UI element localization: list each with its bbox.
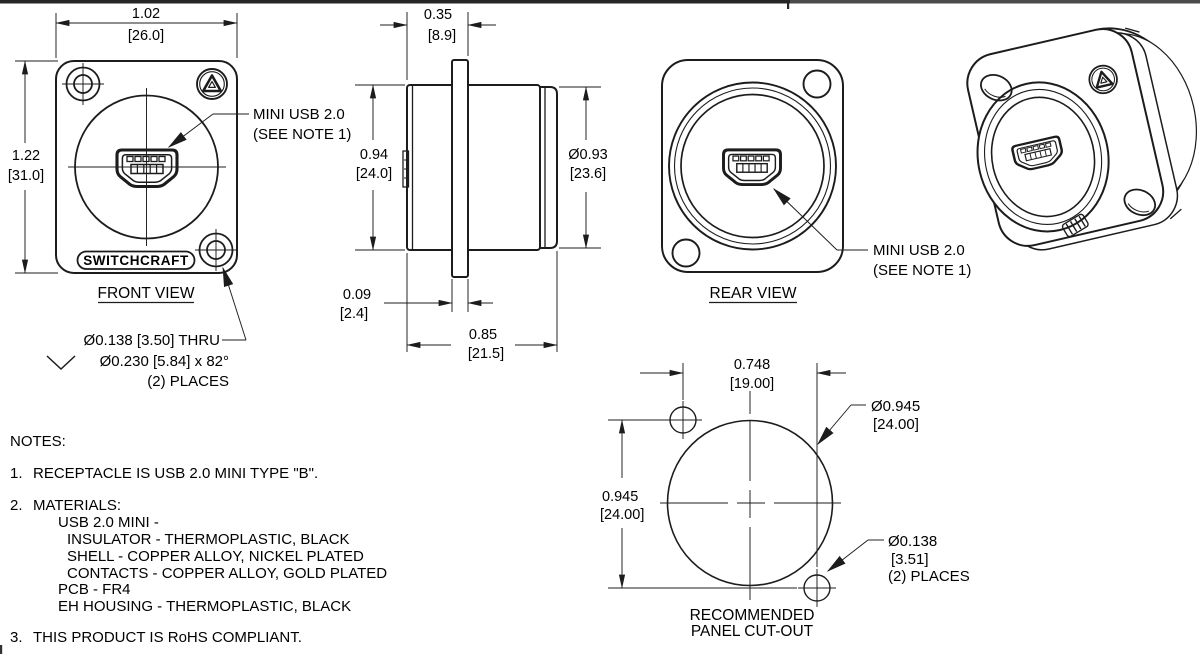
svg-text:0.945: 0.945	[602, 489, 638, 505]
svg-text:[3.51]: [3.51]	[891, 551, 929, 568]
cutout-horizontal-dimension: 0.748 [19.00]	[640, 357, 846, 567]
rear-view-title: REAR VIEW	[710, 285, 797, 302]
svg-text:Ø0.230 [5.84] x 82°: Ø0.230 [5.84] x 82°	[100, 353, 229, 370]
cutout-hole-bottom-right	[798, 569, 836, 607]
side-flange-plate	[451, 59, 469, 278]
rear-screw-hole-bottom-left	[671, 238, 701, 268]
side-front-to-flange-dimension: 0.35 [8.9]	[380, 7, 496, 80]
sheet-left-tick	[0, 645, 3, 654]
front-screw-hole-bottom-right	[195, 229, 237, 271]
svg-text:EH HOUSING - THERMOPLASTIC, BL: EH HOUSING - THERMOPLASTIC, BLACK	[58, 598, 351, 615]
front-height-dimension: 1.22 [31.0]	[8, 60, 58, 274]
side-body-outline	[406, 84, 541, 251]
svg-text:Ø0.945: Ø0.945	[871, 398, 920, 415]
svg-text:(SEE NOTE 1): (SEE NOTE 1)	[253, 126, 351, 143]
svg-text:USB 2.0 MINI -: USB 2.0 MINI -	[58, 514, 159, 531]
svg-text:PCB - FR4: PCB - FR4	[58, 581, 131, 598]
svg-text:0.748: 0.748	[734, 357, 770, 373]
svg-text:0.85: 0.85	[469, 327, 497, 343]
svg-text:0.09: 0.09	[343, 287, 371, 303]
brand-badge	[76, 250, 196, 270]
notes-block: NOTES: 1. RECEPTACLE IS USB 2.0 MINI TYP…	[10, 433, 387, 646]
svg-text:[31.0]: [31.0]	[8, 168, 44, 184]
svg-text:1.02: 1.02	[132, 6, 160, 22]
cutout-vertical-dimension: 0.945 [24.00]	[600, 419, 797, 589]
note-2: MATERIALS:	[33, 497, 121, 514]
svg-text:(2) PLACES: (2) PLACES	[147, 373, 229, 390]
svg-text:[26.0]: [26.0]	[128, 28, 164, 44]
rear-screw-hole-top-right	[802, 69, 832, 99]
svg-text:[24.00]: [24.00]	[873, 416, 919, 433]
iso-knurl-marks	[1061, 213, 1089, 238]
cutout-hole-top-left	[664, 401, 702, 439]
front-usb-callout: MINI USB 2.0 (SEE NOTE 1)	[167, 106, 351, 148]
front-width-dimension: 1.02 [26.0]	[55, 6, 238, 58]
svg-text:Ø0.93: Ø0.93	[568, 147, 608, 163]
side-depth-dimension: 0.85 [21.5]	[406, 251, 558, 362]
note-3: THIS PRODUCT IS RoHS COMPLIANT.	[33, 629, 302, 646]
countersink-symbol	[46, 355, 76, 371]
svg-text:Ø0.138 [3.50] THRU: Ø0.138 [3.50] THRU	[84, 332, 220, 349]
svg-text:[19.00]: [19.00]	[730, 376, 774, 392]
cutout-title-line2: PANEL CUT-OUT	[691, 623, 814, 640]
svg-text:0.94: 0.94	[360, 147, 388, 163]
notes-heading: NOTES:	[10, 433, 66, 450]
side-rear-cap	[539, 86, 558, 249]
side-view: 0.35 [8.9] 0.94 [24.0] Ø0.93 [23.6]	[340, 7, 608, 362]
cutout-hole-callout: Ø0.138 [3.51] (2) PLACES	[826, 533, 970, 585]
front-bezel-circle	[74, 94, 219, 240]
svg-text:2.: 2.	[10, 497, 23, 514]
svg-text:[8.9]: [8.9]	[428, 28, 456, 44]
front-view: SWITCHCRAFT 1.02 [26.0] 1.22 [31.0] MINI…	[8, 6, 352, 390]
rear-flange-outline	[661, 59, 844, 273]
svg-text:MINI USB 2.0: MINI USB 2.0	[253, 106, 345, 123]
panel-cutout: 0.748 [19.00] 0.945 [24.00] Ø0.945 [24.0…	[600, 357, 970, 640]
svg-text:3.: 3.	[10, 629, 23, 646]
svg-text:Ø0.138: Ø0.138	[888, 533, 937, 550]
svg-text:[21.5]: [21.5]	[468, 346, 504, 362]
front-screw-hole-top-left	[62, 63, 104, 105]
svg-text:0.35: 0.35	[424, 7, 452, 23]
svg-text:[24.0]: [24.0]	[356, 166, 392, 182]
svg-text:SHELL - COPPER ALLOY, NICKEL P: SHELL - COPPER ALLOY, NICKEL PLATED	[67, 548, 364, 565]
side-diameter-dimension: Ø0.93 [23.6]	[559, 86, 608, 249]
svg-text:(SEE NOTE 1): (SEE NOTE 1)	[873, 262, 971, 279]
svg-text:1.22: 1.22	[12, 148, 40, 164]
brand-label: SWITCHCRAFT	[83, 253, 189, 268]
side-height-dimension: 0.94 [24.0]	[355, 84, 405, 251]
svg-text:[23.6]: [23.6]	[570, 166, 606, 182]
svg-text:[2.4]: [2.4]	[340, 306, 368, 322]
svg-text:[24.00]: [24.00]	[600, 507, 644, 523]
rear-usb-callout: MINI USB 2.0 (SEE NOTE 1)	[772, 187, 971, 279]
cutout-title-line1: RECOMMENDED	[690, 607, 815, 624]
front-view-title: FRONT VIEW	[97, 285, 194, 302]
svg-text:(2) PLACES: (2) PLACES	[888, 568, 970, 585]
isometric-view	[966, 27, 1197, 251]
cutout-diameter-callout: Ø0.945 [24.00]	[817, 398, 920, 446]
rear-view: MINI USB 2.0 (SEE NOTE 1) REAR VIEW	[661, 59, 971, 304]
svg-text:CONTACTS - COPPER ALLOY, GOLD: CONTACTS - COPPER ALLOY, GOLD PLATED	[67, 565, 387, 582]
front-hole-callout: Ø0.138 [3.50] THRU Ø0.230 [5.84] x 82° (…	[46, 266, 247, 390]
side-flange-thickness-dimension: 0.09 [2.4]	[340, 279, 493, 322]
svg-text:INSULATOR - THERMOPLASTIC, BLA: INSULATOR - THERMOPLASTIC, BLACK	[67, 531, 350, 548]
svg-text:MINI USB 2.0: MINI USB 2.0	[873, 242, 965, 259]
rear-outer-circle	[668, 81, 837, 251]
note-1: RECEPTACLE IS USB 2.0 MINI TYPE "B".	[33, 465, 318, 482]
svg-text:1.: 1.	[10, 465, 23, 482]
